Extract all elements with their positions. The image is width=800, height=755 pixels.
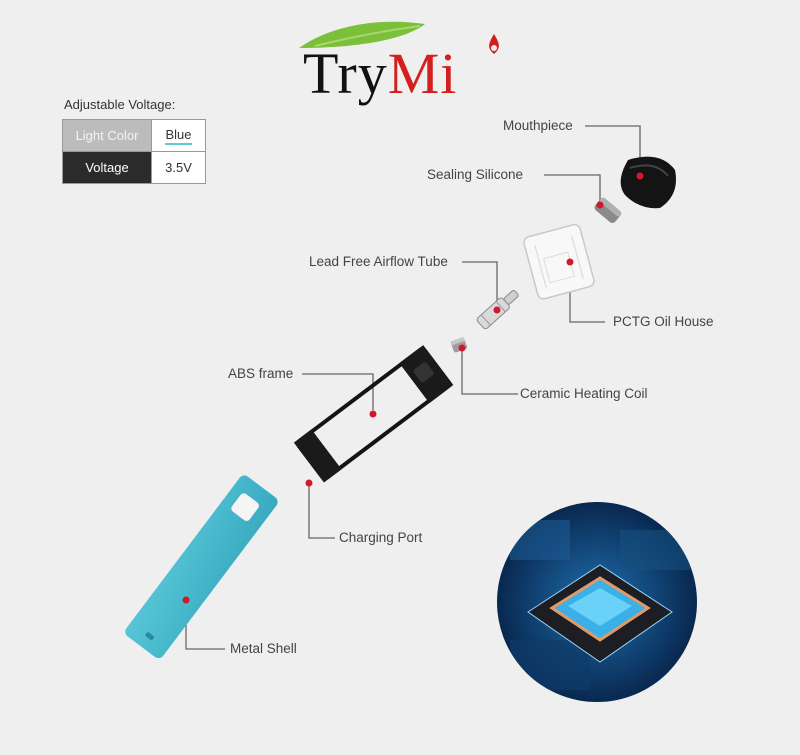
label-metal-shell: Metal Shell [230,641,297,656]
voltage-label: Voltage [62,151,152,184]
light-color-value: Blue [151,119,206,152]
brand-logo: TryMi [295,18,510,108]
airflow-tube-part [476,289,519,330]
abs-frame-part [293,345,454,483]
light-color-text: Blue [165,127,192,145]
sealing-silicone-part [594,197,622,223]
voltage-table: Light Color Blue Voltage 3.5V [62,119,206,184]
label-charging-port: Charging Port [339,530,423,545]
label-abs-frame: ABS frame [228,366,294,381]
pctg-oil-house-part [523,223,595,300]
label-pctg-oil-house: PCTG Oil House [613,314,714,329]
callout-dots [182,172,644,604]
table-row: Voltage 3.5V [62,151,206,184]
logo-mi: Mi [387,41,458,106]
table-row: Light Color Blue [62,119,206,152]
light-color-label: Light Color [62,119,152,152]
label-sealing-silicone: Sealing Silicone [427,167,524,182]
chip-image [497,502,697,702]
drop-icon [489,34,499,54]
metal-shell-part [125,475,278,659]
label-airflow-tube: Lead Free Airflow Tube [309,254,448,269]
label-ceramic-coil: Ceramic Heating Coil [520,386,648,401]
logo-try: Try [303,41,388,106]
voltage-value: 3.5V [151,151,206,184]
logo-text: TryMi [303,42,457,106]
label-mouthpiece: Mouthpiece [503,118,573,133]
voltage-table-title: Adjustable Voltage: [64,97,176,112]
ceramic-coil-part [450,336,468,353]
leaf-icon [299,21,425,48]
mouthpiece-part [620,156,676,209]
